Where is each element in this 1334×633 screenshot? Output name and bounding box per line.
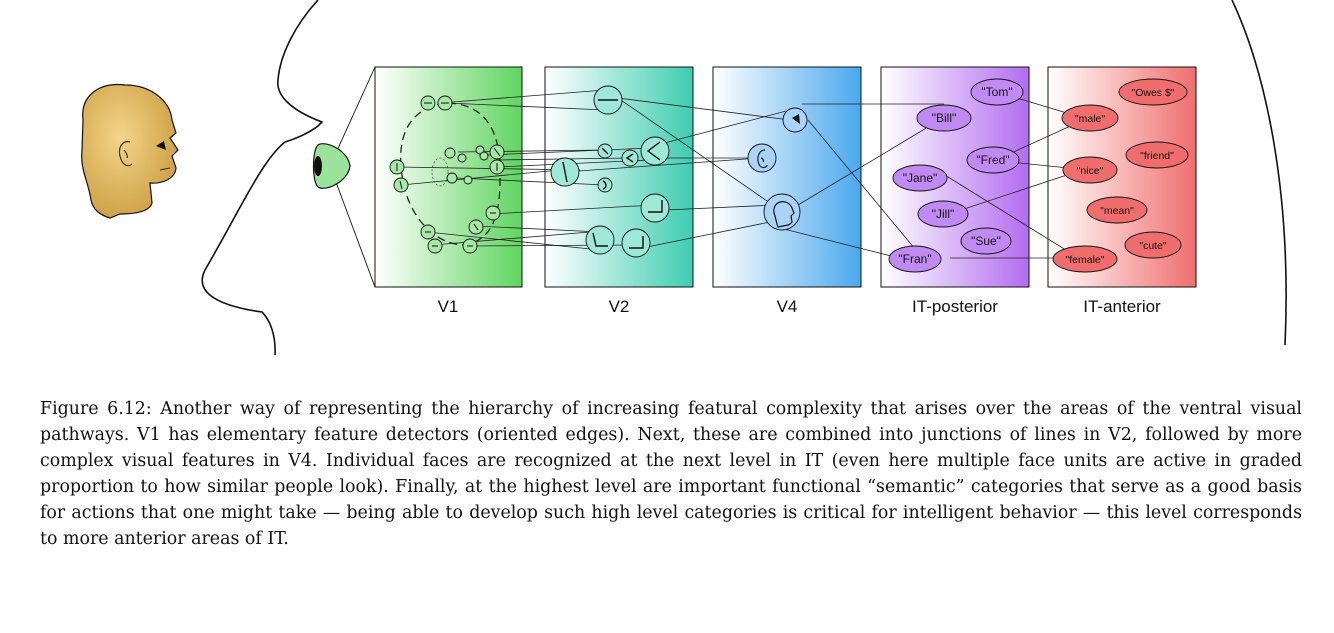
it-anterior-label-cute: "cute": [1139, 240, 1167, 252]
it-anterior-label-owes: "Owes $": [1131, 87, 1174, 99]
it-posterior-label-fred: "Fred": [976, 153, 1009, 167]
it-posterior-label-sue: "Sue": [971, 234, 1001, 248]
panel-label-v4: V4: [777, 297, 798, 316]
ventral-pathway-figure: "Tom" "Bill" "Fred" "Jane" "Jill" "Sue" …: [81, 0, 1287, 356]
observer-head-icon: [81, 83, 179, 219]
it-posterior-label-jill: "Jill": [932, 207, 955, 221]
panel-label-it-posterior: IT-posterior: [912, 297, 998, 316]
v1-nodes: [389, 95, 505, 254]
it-anterior-label-friend: "friend": [1140, 150, 1174, 162]
it-anterior-label-mean: "mean": [1100, 205, 1134, 217]
it-posterior-label-fran: "Fran": [898, 252, 931, 266]
panel-label-v2: V2: [609, 297, 630, 316]
it-anterior-label-male: "male": [1075, 113, 1105, 125]
it-anterior-label-female: "female": [1066, 254, 1105, 266]
it-posterior-nodes: "Tom" "Bill" "Fred" "Jane" "Jill" "Sue" …: [888, 78, 1024, 273]
panel-v4: [712, 66, 862, 288]
it-anterior-nodes: "Owes $" "male" "friend" "nice" "mean" "…: [1052, 78, 1189, 273]
it-posterior-label-tom: "Tom": [981, 85, 1012, 99]
panel-label-it-anterior: IT-anterior: [1083, 297, 1161, 316]
it-posterior-label-jane: "Jane": [903, 171, 938, 185]
panel-label-v1: V1: [438, 297, 459, 316]
figure-caption: Figure 6.12: Another way of representing…: [40, 399, 1302, 549]
it-posterior-label-bill: "Bill": [932, 111, 957, 125]
head-silhouette-back: [1231, 0, 1287, 346]
v2-nodes: [550, 85, 670, 258]
head-silhouette-outline: [201, 0, 324, 356]
eye-icon: [312, 66, 376, 288]
it-anterior-label-nice: "nice": [1077, 165, 1104, 177]
